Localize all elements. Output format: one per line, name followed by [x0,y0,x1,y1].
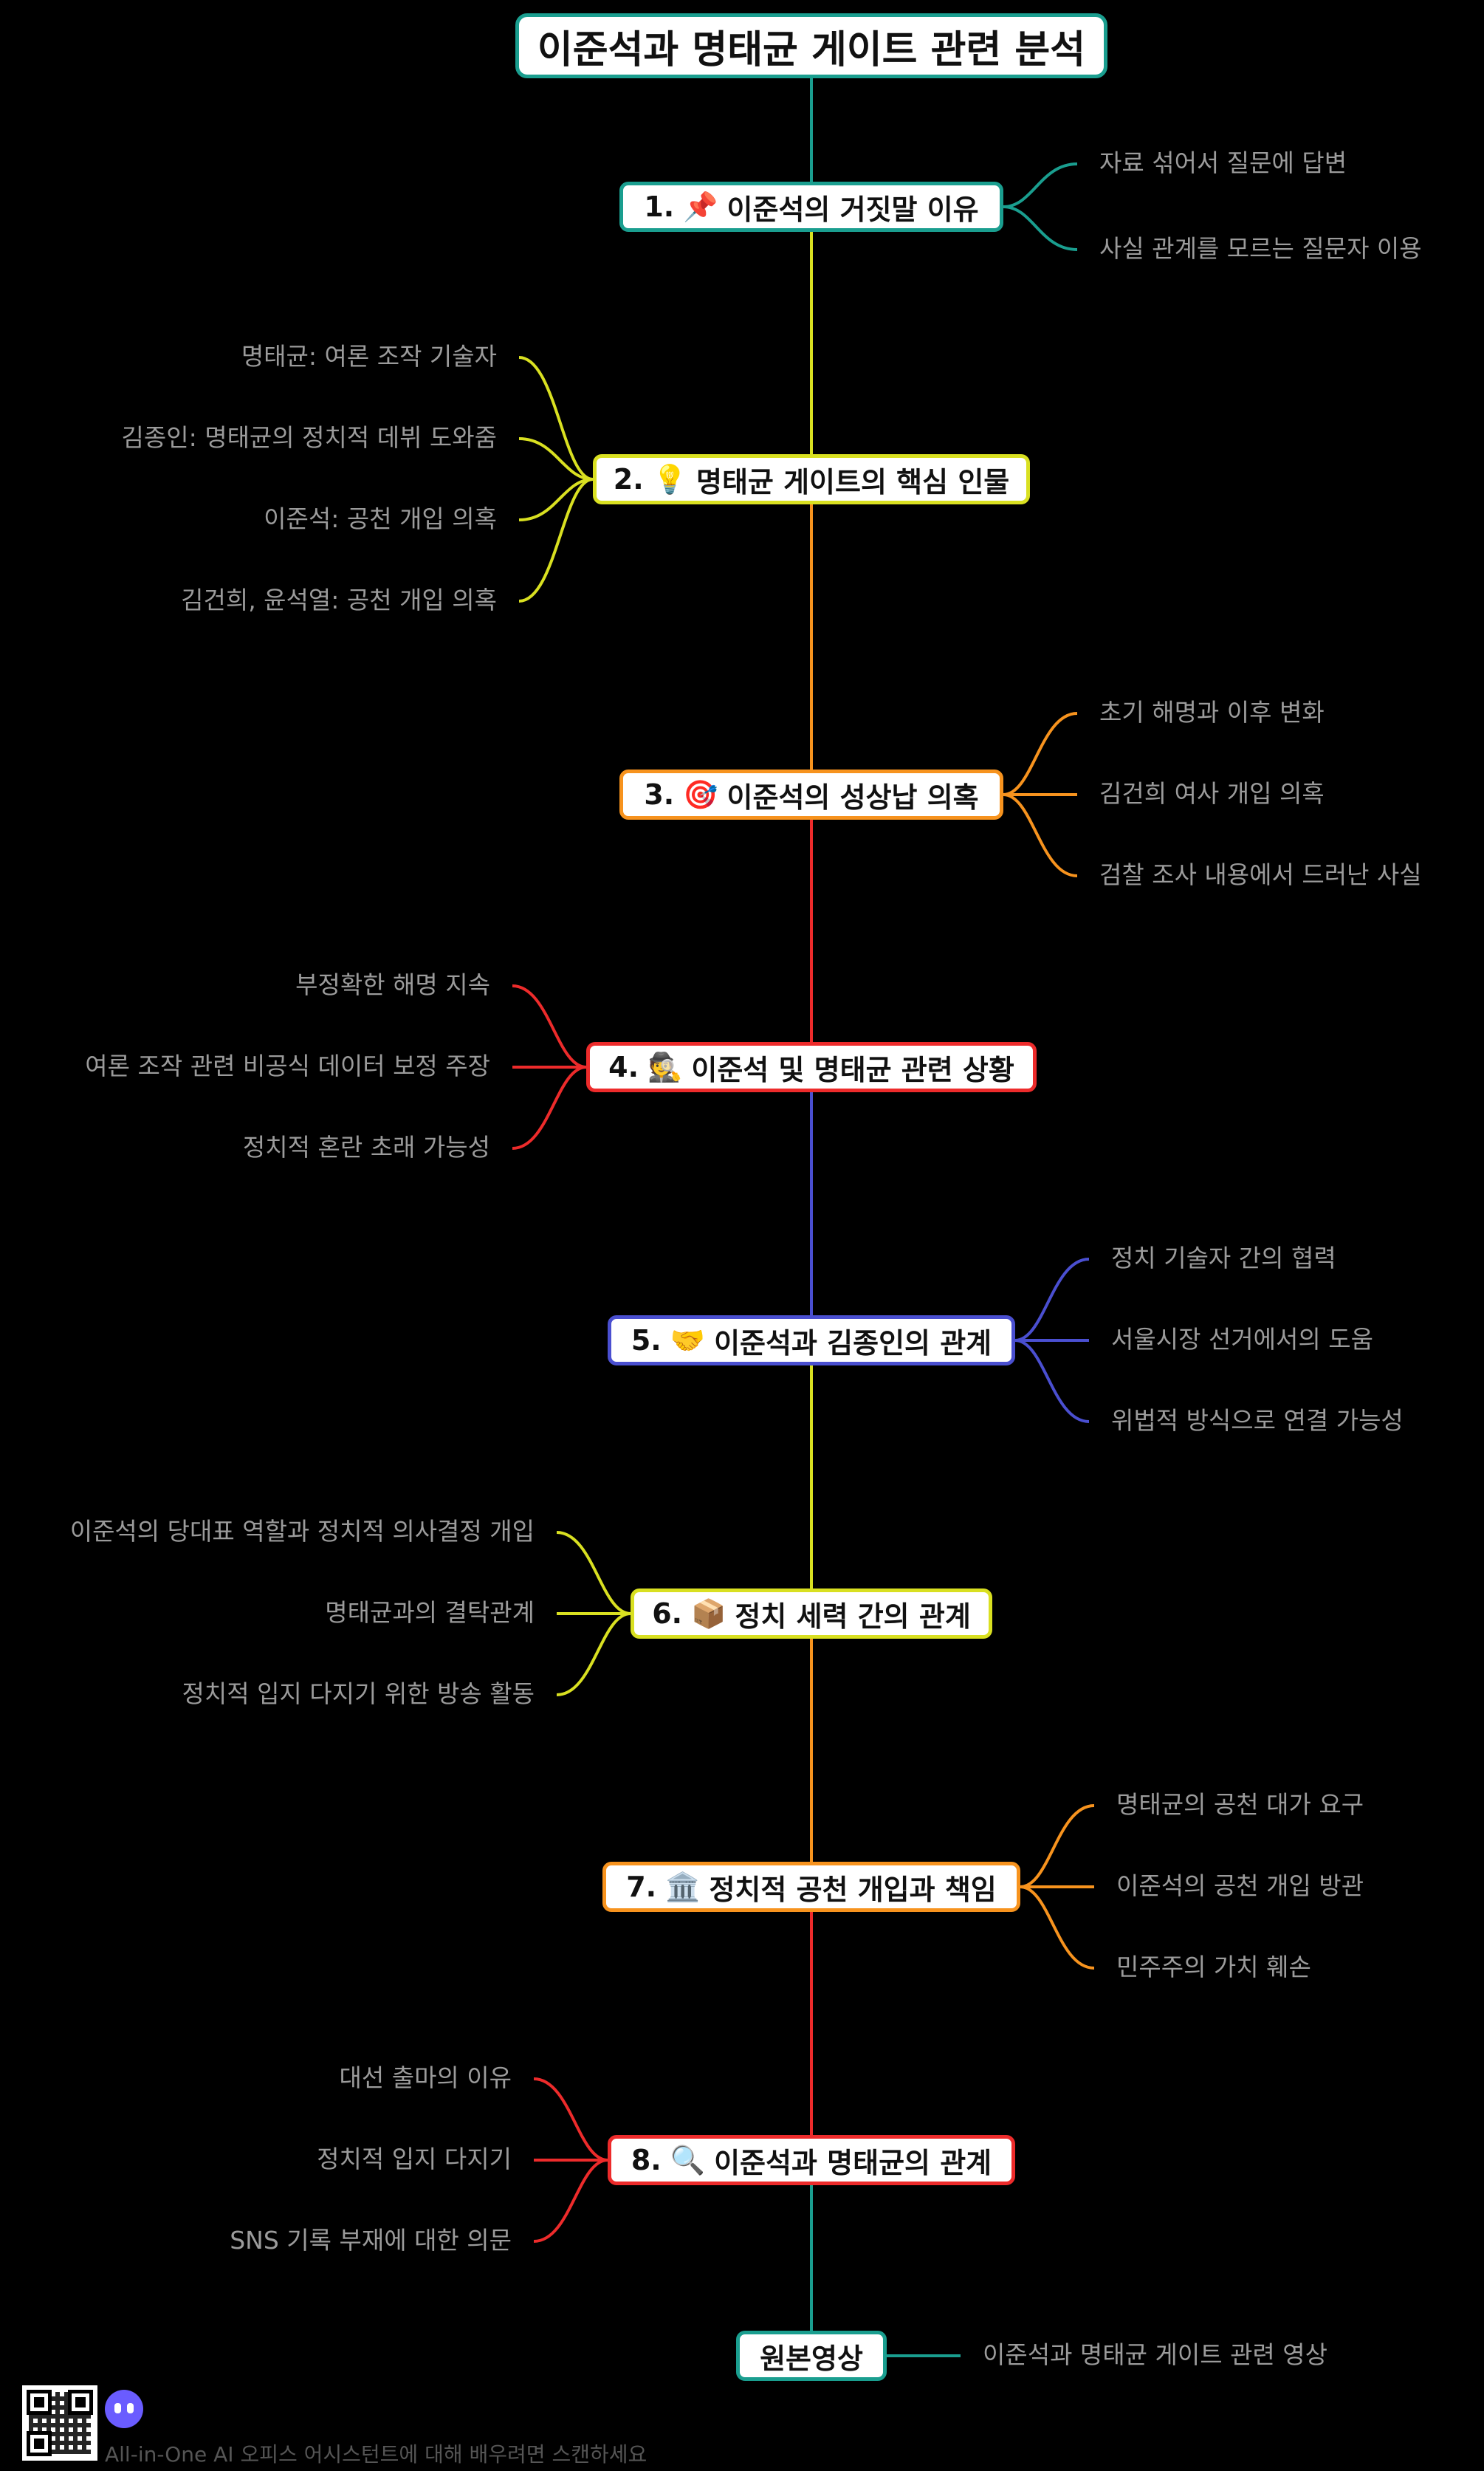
node-label: 이준석의 성상납 의혹 [726,781,979,814]
branch-connector [512,1066,587,1150]
leaf-label: 자료 섞어서 질문에 답변 [1099,148,1347,177]
node-number: 7. [626,1871,657,1903]
leaf-label: SNS 기록 부재에 대한 의문 [230,2226,512,2255]
branch-connector [556,1612,631,1696]
qr-code-icon [22,2385,97,2461]
node-number: 1. [644,191,675,223]
mindmap-node: 7.🏛️정치적 공천 개입과 책임 [602,1862,1020,1912]
branch-connector [556,1531,631,1615]
node-number: 8. [631,2144,662,2176]
branch-connector [518,437,594,481]
classical-building-icon: 🏛️ [665,1870,701,1903]
node-number: 4. [608,1051,639,1083]
leaf-label: 사실 관계를 모르는 질문자 이용 [1099,234,1422,263]
node-label: 명태균 게이트의 핵심 인물 [695,465,1010,498]
leaf-label: 김건희 여사 개입 의혹 [1099,779,1325,808]
leaf-label: 이준석의 공천 개입 방관 [1116,1871,1364,1900]
leaf-label: 김건희, 윤석열: 공천 개입 의혹 [181,586,497,614]
leaf-label: 민주주의 가치 훼손 [1116,1953,1311,1981]
branch-connector [512,984,587,1069]
handshake-icon: 🤝 [670,1323,706,1357]
mindmap-node: 4.🕵️이준석 및 명태균 관련 상황 [586,1042,1037,1092]
node-label: 정치 세력 간의 관계 [735,1600,971,1633]
leaf-label: 정치적 혼란 초래 가능성 [242,1133,490,1162]
leaf-label: 대선 출마의 이유 [339,2063,512,2092]
leaf-label: 명태균: 여론 조작 기술자 [241,342,497,371]
mindmap-node: 원본영상 [736,2331,887,2381]
leaf-label: 김종인: 명태균의 정치적 데뷔 도와줌 [121,423,497,452]
mindmap-root-title: 이준석과 명태균 게이트 관련 분석 [515,13,1107,78]
magnifier-icon: 🔍 [670,2143,706,2176]
node-label: 이준석의 거짓말 이유 [726,193,979,226]
node-label: 이준석과 김종인의 관계 [714,1326,992,1360]
branch-connector [1003,712,1078,796]
branch-connector [518,478,594,603]
mindmap-node: 5.🤝이준석과 김종인의 관계 [608,1315,1015,1365]
node-label: 이준석과 명태균의 관계 [714,2146,992,2179]
leaf-label: 명태균과의 결탁관계 [325,1598,535,1627]
leaf-label: 이준석: 공천 개입 의혹 [264,504,497,533]
leaf-label: 부정확한 해명 지속 [295,970,490,999]
detective-icon: 🕵️ [647,1050,683,1083]
footer-caption: All-in-One AI 오피스 어시스턴트에 대해 배우려면 스캔하세요 [105,2442,647,2467]
leaf-label: 여론 조작 관련 비공식 데이터 보정 주장 [85,1052,490,1080]
branch-connector [1014,1258,1090,1342]
leaf-label: 이준석의 당대표 역할과 정치적 의사결정 개입 [69,1517,535,1546]
branch-connector [533,2159,608,2243]
leaf-label: 위법적 방식으로 연결 가능성 [1111,1406,1404,1435]
leaf-label: 명태균의 공천 대가 요구 [1116,1790,1364,1819]
branch-connector [533,2077,608,2162]
branch-connector [1020,1804,1095,1888]
target-icon: 🎯 [683,778,718,811]
branch-connector [1014,1339,1090,1423]
node-number: 6. [652,1597,683,1630]
branch-connector [1003,205,1078,251]
mindmap-node: 2.💡명태균 게이트의 핵심 인물 [593,454,1030,504]
leaf-label: 정치적 입지 다지기 [317,2145,512,2173]
mindmap-node: 1.📌이준석의 거짓말 이유 [619,182,1003,232]
node-label: 정치적 공천 개입과 책임 [709,1873,997,1906]
lightbulb-icon: 💡 [652,462,687,496]
branch-connector [1003,793,1078,877]
leaf-label: 이준석과 명태균 게이트 관련 영상 [983,2340,1327,2369]
pushpin-icon: 📌 [683,190,718,223]
leaf-label: 검찰 조사 내용에서 드러난 사실 [1099,860,1422,889]
branch-connector [1020,1885,1095,1970]
node-number: 5. [631,1324,662,1357]
root-title-text: 이준석과 명태균 게이트 관련 분석 [537,27,1086,72]
leaf-label: 서울시장 선거에서의 도움 [1111,1325,1373,1354]
leaf-label: 초기 해명과 이후 변화 [1099,698,1325,727]
node-label: 원본영상 [760,2342,863,2375]
mindmap-node: 3.🎯이준석의 성상납 의혹 [619,770,1003,820]
leaf-label: 정치적 입지 다지기 위한 방송 활동 [182,1679,535,1708]
package-icon: 📦 [691,1597,726,1630]
node-label: 이준석 및 명태균 관련 상황 [691,1053,1014,1086]
branch-connector [518,478,594,521]
branch-connector [518,356,594,481]
mindmap-node: 8.🔍이준석과 명태균의 관계 [608,2135,1015,2185]
mindmap-node: 6.📦 정치 세력 간의 관계 [631,1588,992,1639]
branch-connector [1003,162,1078,208]
leaf-label: 정치 기술자 간의 협력 [1111,1244,1336,1272]
bot-logo-icon [105,2390,143,2428]
node-number: 2. [613,463,644,496]
node-number: 3. [644,778,675,811]
